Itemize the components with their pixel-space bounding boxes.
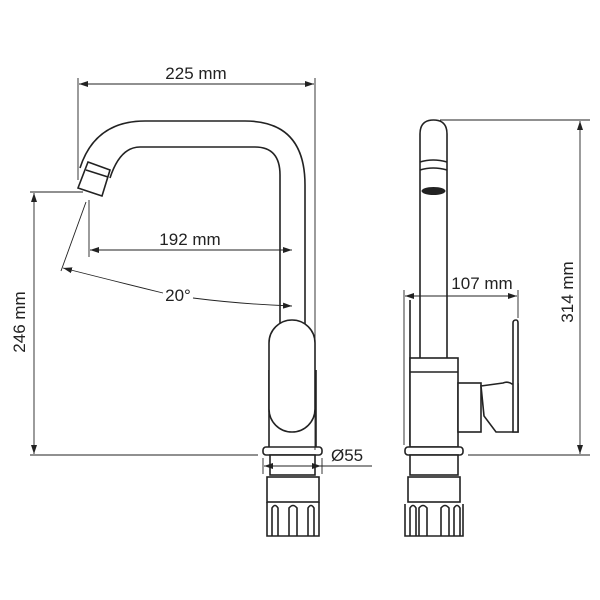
aerator-band	[419, 167, 448, 171]
base-collar	[409, 454, 459, 476]
handle-oval	[268, 319, 316, 433]
dim-label-spout-height: 246 mm	[10, 291, 29, 352]
dim-label-swivel-angle: 20°	[165, 286, 191, 305]
cartridge-housing	[457, 382, 482, 433]
mounting-nut-teeth	[404, 504, 464, 537]
mounting-nut	[266, 476, 320, 503]
front-view: 225 mm 246 mm 192 mm 20° Ø55	[10, 64, 372, 537]
dim-label-handle-depth: 107 mm	[451, 274, 512, 293]
dim-label-spout-reach: 192 mm	[159, 230, 220, 249]
base-ring	[262, 446, 323, 456]
mounting-nut	[407, 476, 461, 503]
swivel-arc-left	[62, 267, 164, 294]
dim-label-base-diameter: Ø55	[331, 446, 363, 465]
swivel-arc-right	[192, 297, 293, 309]
mounting-nut-teeth	[266, 502, 320, 537]
aerator-outlet	[421, 187, 446, 195]
dim-label-total-height: 314 mm	[558, 261, 577, 322]
base-ring	[404, 446, 464, 456]
spout-tube	[419, 119, 448, 358]
lever-base	[480, 381, 519, 433]
aerator-nozzle	[76, 160, 111, 198]
aerator-band	[419, 159, 448, 163]
side-view: 107 mm 314 mm	[403, 119, 590, 537]
spout-inner	[109, 146, 281, 325]
spout-outer	[79, 120, 306, 330]
base-collar	[269, 454, 316, 476]
swivel-extension-line	[60, 201, 87, 272]
dim-label-total-reach: 225 mm	[165, 64, 226, 83]
lever-handle	[512, 319, 519, 433]
